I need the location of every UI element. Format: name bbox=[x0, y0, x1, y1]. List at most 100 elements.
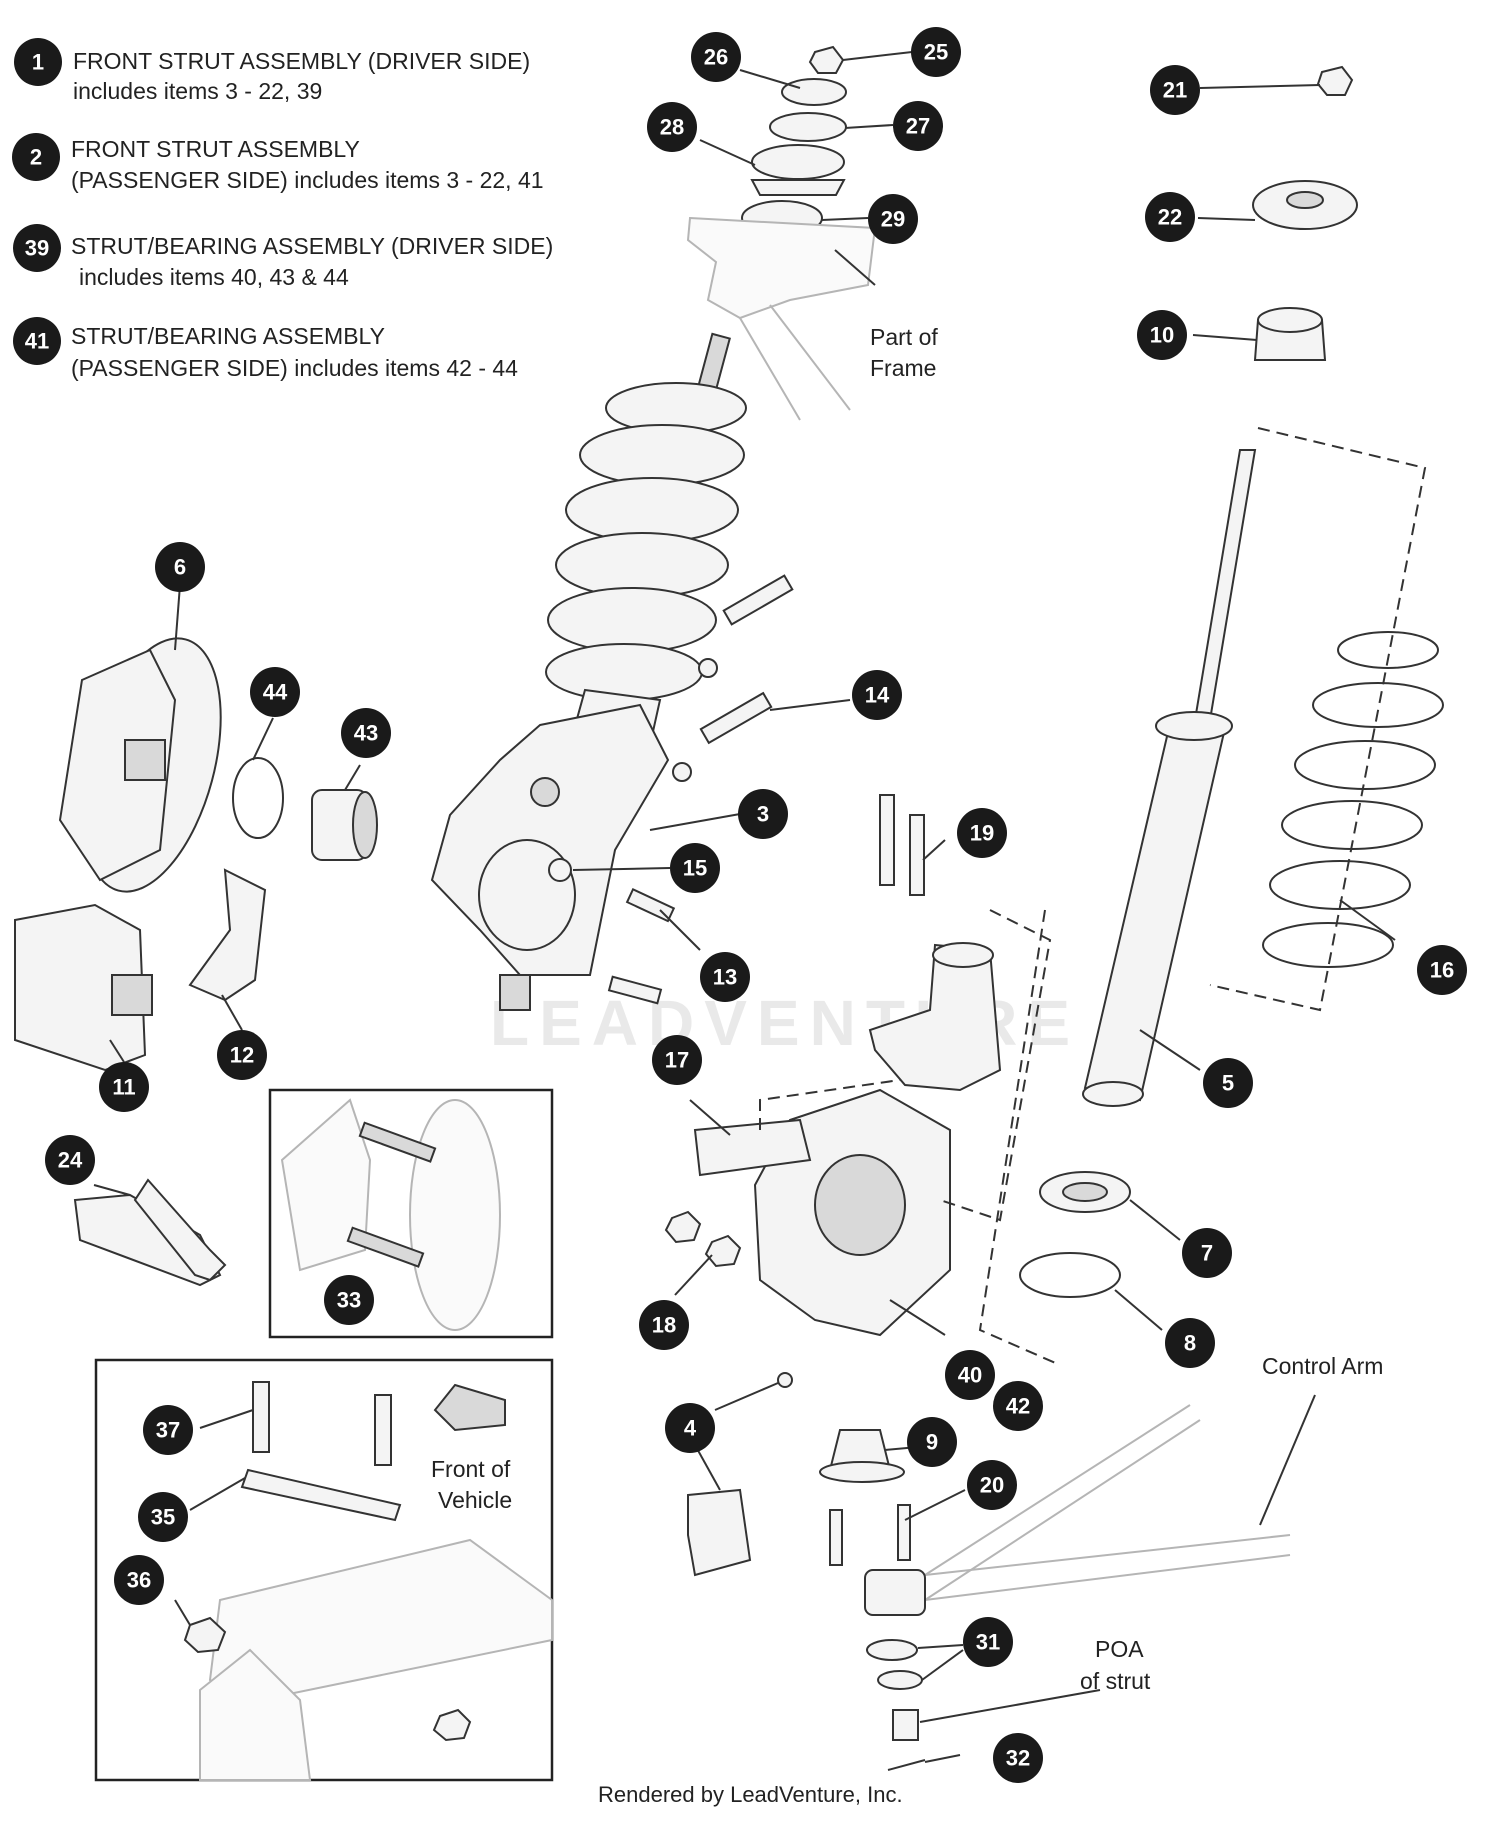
svg-text:25: 25 bbox=[924, 40, 948, 65]
callout-13: 13 bbox=[700, 952, 750, 1002]
frame-bracket bbox=[686, 216, 877, 320]
callout-9: 9 bbox=[907, 1417, 957, 1467]
svg-text:18: 18 bbox=[652, 1313, 676, 1338]
svg-text:17: 17 bbox=[665, 1048, 689, 1073]
callout-36: 36 bbox=[114, 1555, 164, 1605]
svg-text:8: 8 bbox=[1184, 1331, 1196, 1356]
svg-text:31: 31 bbox=[976, 1630, 1000, 1655]
coil-over-strut bbox=[430, 332, 747, 1011]
callout-11: 11 bbox=[99, 1062, 149, 1112]
svg-text:27: 27 bbox=[906, 114, 930, 139]
svg-text:21: 21 bbox=[1163, 78, 1187, 103]
callout-17: 17 bbox=[652, 1035, 702, 1085]
callout-10: 10 bbox=[1137, 310, 1187, 360]
brake-rotor-assembly bbox=[58, 637, 378, 893]
nut-15 bbox=[548, 858, 572, 882]
svg-text:41: 41 bbox=[25, 329, 49, 354]
legend-item-39-line2: includes items 40, 43 & 44 bbox=[79, 264, 349, 290]
svg-text:14: 14 bbox=[865, 683, 890, 708]
svg-text:1: 1 bbox=[32, 50, 44, 75]
caliper-assembly bbox=[14, 868, 267, 1072]
washer-26 bbox=[781, 78, 847, 106]
callout-35: 35 bbox=[138, 1492, 188, 1542]
nut-25 bbox=[808, 45, 845, 74]
fasteners-left bbox=[548, 574, 794, 1005]
svg-text:22: 22 bbox=[1158, 205, 1182, 230]
svg-text:37: 37 bbox=[156, 1418, 180, 1443]
svg-text:19: 19 bbox=[970, 821, 994, 846]
svg-text:20: 20 bbox=[980, 1473, 1004, 1498]
svg-text:16: 16 bbox=[1430, 958, 1454, 983]
svg-text:29: 29 bbox=[881, 207, 905, 232]
washer-31a bbox=[866, 1639, 918, 1661]
svg-text:5: 5 bbox=[1222, 1071, 1234, 1096]
callout-6: 6 bbox=[155, 542, 205, 592]
callout-26: 26 bbox=[691, 32, 741, 82]
callout-18: 18 bbox=[639, 1300, 689, 1350]
wheel-studs-33 bbox=[280, 1098, 501, 1331]
svg-text:43: 43 bbox=[354, 721, 378, 746]
callout-28: 28 bbox=[647, 102, 697, 152]
bolt-14 bbox=[699, 691, 773, 745]
label-vehicle: Vehicle bbox=[438, 1487, 512, 1513]
legend-item-1-line2: includes items 3 - 22, 39 bbox=[73, 78, 322, 104]
washer-3 bbox=[672, 762, 692, 782]
svg-text:9: 9 bbox=[926, 1430, 938, 1455]
callout-29: 29 bbox=[868, 194, 918, 244]
legend-item-41-line2: (PASSENGER SIDE) includes items 42 - 44 bbox=[71, 355, 518, 381]
ball-joint-boot bbox=[687, 1488, 752, 1577]
svg-text:42: 42 bbox=[1006, 1394, 1030, 1419]
callout-24: 24 bbox=[45, 1135, 95, 1185]
legend-item-2-line2: (PASSENGER SIDE) includes items 3 - 22, … bbox=[71, 167, 544, 193]
svg-text:40: 40 bbox=[958, 1363, 982, 1388]
nut-4 bbox=[777, 1372, 793, 1388]
washer-31b bbox=[877, 1670, 923, 1690]
svg-text:24: 24 bbox=[58, 1148, 83, 1173]
inset-studs-box bbox=[268, 1088, 554, 1339]
callout-5: 5 bbox=[1203, 1058, 1253, 1108]
washer-27 bbox=[769, 112, 847, 142]
svg-text:4: 4 bbox=[684, 1416, 697, 1441]
bolt-19b bbox=[909, 814, 925, 896]
callout-32: 32 bbox=[993, 1733, 1043, 1783]
inset-mount-box bbox=[94, 1358, 554, 1782]
callout-3: 3 bbox=[738, 789, 788, 839]
legend-badge-39: 39 bbox=[13, 224, 61, 272]
svg-text:28: 28 bbox=[660, 115, 684, 140]
nut-18 bbox=[704, 1234, 742, 1268]
callout-43: 43 bbox=[341, 708, 391, 758]
svg-text:15: 15 bbox=[683, 856, 707, 881]
label-frame: Frame bbox=[870, 355, 936, 381]
callout-7: 7 bbox=[1182, 1228, 1232, 1278]
legend-item-39-line1: STRUT/BEARING ASSEMBLY (DRIVER SIDE) bbox=[71, 233, 553, 259]
bolt-20a bbox=[829, 1509, 843, 1566]
nut-36 bbox=[183, 1616, 227, 1654]
svg-text:13: 13 bbox=[713, 965, 737, 990]
callout-21: 21 bbox=[1150, 65, 1200, 115]
svg-text:11: 11 bbox=[112, 1075, 135, 1100]
callout-badges: 3 4 5 6 7 8 9 10 11 12 13 14 15 16 17 18… bbox=[45, 27, 1467, 1783]
strut-exploded bbox=[978, 65, 1444, 1366]
cotter-pin-32 bbox=[887, 1759, 926, 1771]
bolt-20b bbox=[897, 1504, 911, 1561]
bolt-19a bbox=[879, 794, 895, 886]
svg-text:2: 2 bbox=[30, 145, 42, 170]
legend-item-41-line1: STRUT/BEARING ASSEMBLY bbox=[71, 323, 385, 349]
callout-27: 27 bbox=[893, 101, 943, 151]
callout-16: 16 bbox=[1417, 945, 1467, 995]
legend: 1 FRONT STRUT ASSEMBLY (DRIVER SIDE) inc… bbox=[12, 38, 553, 381]
svg-text:6: 6 bbox=[174, 555, 186, 580]
label-part-of: Part of bbox=[870, 324, 938, 350]
svg-text:3: 3 bbox=[757, 802, 769, 827]
legend-item-2-line1: FRONT STRUT ASSEMBLY bbox=[71, 136, 360, 162]
mount-28 bbox=[751, 144, 845, 180]
svg-text:36: 36 bbox=[127, 1568, 151, 1593]
front-arrow-icon bbox=[433, 1383, 506, 1432]
label-poa: POA bbox=[1095, 1636, 1144, 1662]
callout-15: 15 bbox=[670, 843, 720, 893]
bolt-upper bbox=[722, 574, 794, 626]
svg-text:35: 35 bbox=[151, 1505, 175, 1530]
plate-35 bbox=[240, 1468, 402, 1522]
svg-text:12: 12 bbox=[230, 1043, 254, 1068]
